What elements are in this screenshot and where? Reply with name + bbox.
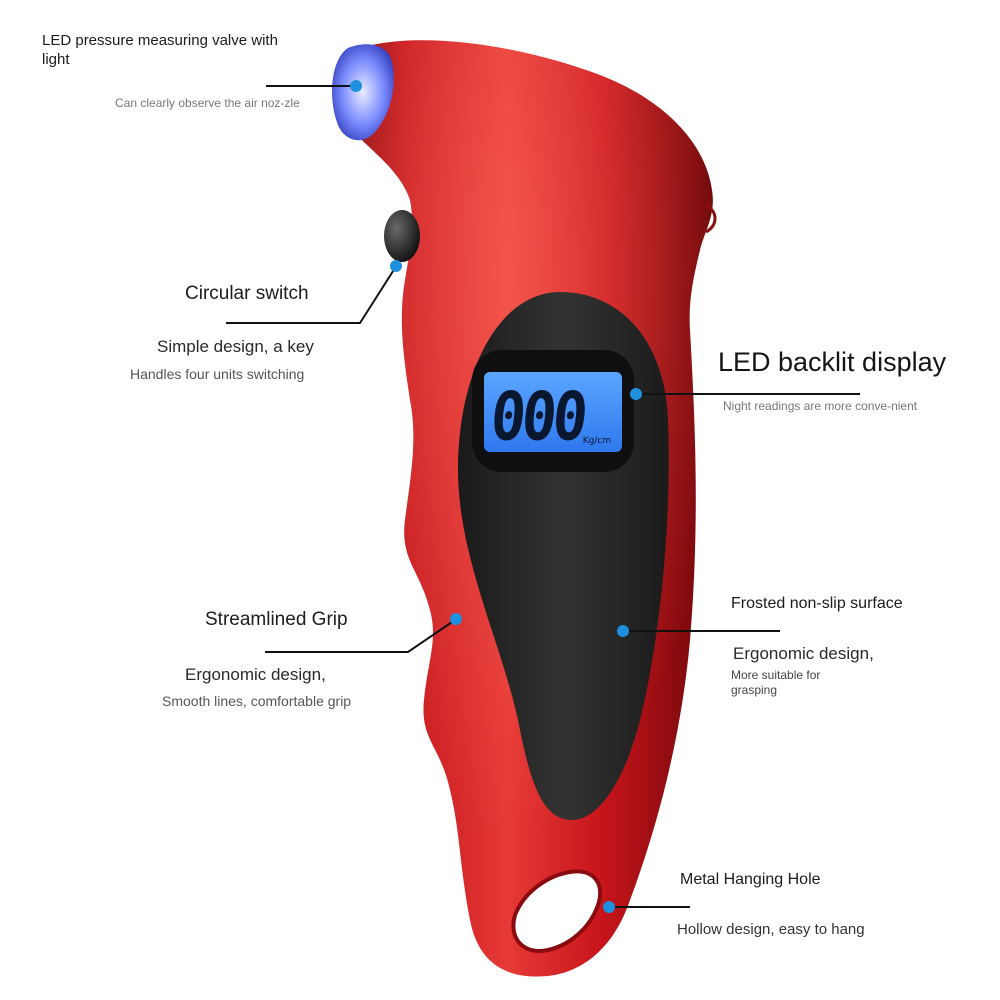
callout-grip-subtitle: Ergonomic design,: [185, 665, 326, 684]
grip-ridge: [705, 203, 717, 234]
callout-valve-title: LED pressure measuring valve with light: [42, 32, 278, 68]
callout-switch-subtitle: Simple design, a key: [157, 337, 314, 356]
callout-grip-description: Smooth lines, comfortable grip: [162, 693, 352, 709]
callout-switch-title: Circular switch: [185, 283, 309, 304]
callout-surface-title: Frosted non-slip surface: [731, 595, 903, 612]
lcd-screen: [484, 372, 622, 452]
hanging-hole: [511, 869, 603, 953]
callout-line-switch: [226, 267, 396, 324]
callout-display-title: LED backlit display: [718, 347, 947, 377]
callout-switch-description: Handles four units switching: [130, 366, 305, 382]
led-valve-head: [332, 44, 394, 141]
callout-grip-title: Streamlined Grip: [205, 609, 348, 630]
callout-dot-display: [630, 388, 642, 400]
callout-display-description: Night readings are more conve-nient: [723, 399, 918, 413]
callout-hole-description: Hollow design, easy to hang: [677, 921, 865, 938]
callout-surface-subtitle: Ergonomic design,: [733, 644, 874, 663]
callout-dot-surface: [617, 625, 629, 637]
callout-dot-switch: [390, 260, 402, 272]
callout-hole-title: Metal Hanging Hole: [680, 871, 821, 888]
circular-switch-knob: [384, 210, 420, 262]
callout-surface-description: More suitable for grasping: [731, 668, 821, 697]
callout-line-grip: [265, 619, 456, 653]
callout-dot-valve: [350, 80, 362, 92]
callout-dot-grip: [450, 613, 462, 625]
callout-valve-description: Can clearly observe the air noz-zle: [115, 96, 300, 110]
callout-dot-hole: [603, 901, 615, 913]
